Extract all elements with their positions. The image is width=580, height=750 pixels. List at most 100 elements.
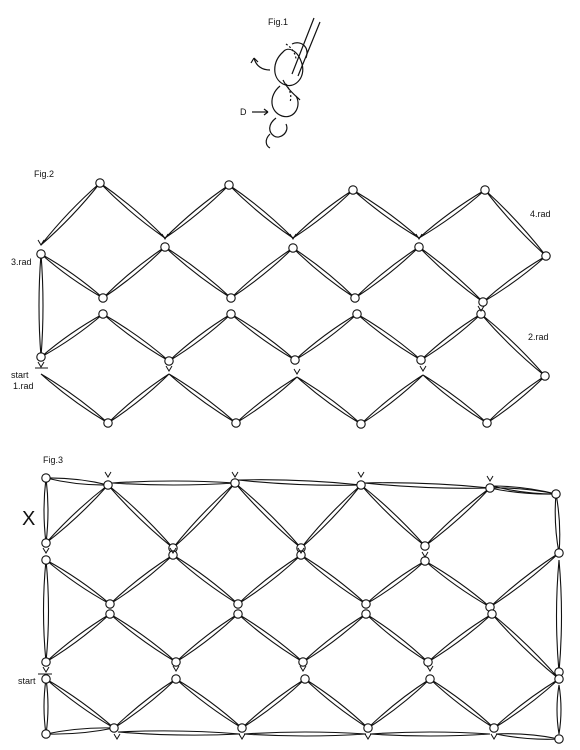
stitch-node (41, 729, 51, 739)
stitch-node (489, 723, 499, 733)
stitch-node (363, 723, 373, 733)
stitch-node (296, 550, 306, 560)
fig3-start-label: start (18, 676, 36, 686)
chain-loop (45, 613, 111, 663)
stitch-node (103, 480, 113, 490)
fig1-title: Fig.1 (268, 17, 289, 27)
stitch-node (171, 657, 181, 667)
stitch-node (361, 609, 371, 619)
v-mark (364, 733, 372, 740)
stitch-node (554, 674, 564, 684)
chain-loop (237, 479, 362, 486)
stitch-node (348, 185, 358, 195)
stitch-node (350, 293, 360, 303)
v-mark (37, 239, 45, 246)
v-mark (104, 471, 112, 478)
stitch-node (41, 555, 51, 565)
fig3-x-mark: X (22, 508, 36, 530)
stitch-node (487, 609, 497, 619)
chain-loop (427, 613, 493, 663)
v-mark (238, 733, 246, 740)
stitch-node (36, 352, 46, 362)
chain-loop (243, 731, 367, 737)
stitch-node (224, 180, 234, 190)
chain-loop (556, 684, 562, 735)
fig1-label-d: D (240, 107, 247, 117)
stitch-node (226, 309, 236, 319)
chain-loop (175, 613, 239, 663)
fig2-row1-label: 1.rad (13, 381, 34, 391)
chain-loop (429, 678, 495, 729)
v-mark (415, 233, 423, 240)
chain-loop (495, 733, 560, 740)
chain-loop (45, 678, 115, 729)
chain-loop (241, 678, 306, 729)
chain-loop (107, 484, 174, 549)
stitch-node (541, 251, 551, 261)
fig3-title: Fig.3 (43, 455, 64, 465)
chain-loop (424, 560, 491, 608)
chain-loop (45, 559, 111, 605)
chain-loop (42, 559, 50, 663)
stitch-node (288, 243, 298, 253)
v-mark (231, 471, 239, 478)
v-mark (490, 733, 498, 740)
v-mark (477, 305, 485, 312)
chain-loop (109, 613, 177, 663)
stitch-node (41, 657, 51, 667)
stitch-node (551, 489, 561, 499)
v-mark (289, 233, 297, 240)
stitch-node (480, 185, 490, 195)
stitch-node (231, 418, 241, 428)
chain-loop (424, 487, 491, 547)
chain-loop (300, 484, 362, 549)
chain-loop (369, 731, 491, 737)
stitch-node (95, 178, 105, 188)
stitch-node (41, 538, 51, 548)
stitch-node (540, 371, 550, 381)
v-mark (486, 475, 494, 482)
chain-loop (172, 554, 239, 605)
chain-loop (493, 678, 560, 729)
fig2-row4-label: 4.rad (530, 209, 551, 219)
stitch-node (554, 734, 564, 744)
stitch-node (226, 293, 236, 303)
stitch-node (485, 483, 495, 493)
v-mark (169, 547, 177, 554)
stitch-node (361, 599, 371, 609)
stitch-node (160, 242, 170, 252)
v-mark (37, 361, 45, 368)
stitch-node (233, 609, 243, 619)
chain-loop (237, 554, 302, 605)
v-mark (421, 551, 429, 558)
chain-loop (45, 484, 109, 544)
stitch-node (233, 599, 243, 609)
chain-loop (360, 484, 426, 547)
stitch-node (41, 473, 51, 483)
chain-loop (172, 482, 236, 549)
stitch-node (352, 309, 362, 319)
stitch-node (109, 723, 119, 733)
fig2-row2-label: 2.rad (528, 332, 549, 342)
stitch-node (356, 480, 366, 490)
v-mark (299, 665, 307, 672)
chain-loop (111, 480, 236, 486)
stitch-node (300, 674, 310, 684)
stitch-node (416, 355, 426, 365)
chain-loop (304, 678, 369, 729)
chain-loop (234, 482, 302, 549)
stitch-node (425, 674, 435, 684)
chain-loop (117, 730, 241, 736)
chain-loop (489, 552, 560, 608)
v-mark (297, 547, 305, 554)
chain-loop (300, 554, 367, 605)
chain-loop (489, 487, 557, 495)
stitch-node (423, 657, 433, 667)
stitch-node (554, 548, 564, 558)
stitch-node (168, 550, 178, 560)
chain-loop (237, 613, 304, 663)
chain-loop (45, 727, 115, 735)
v-mark (293, 368, 301, 375)
